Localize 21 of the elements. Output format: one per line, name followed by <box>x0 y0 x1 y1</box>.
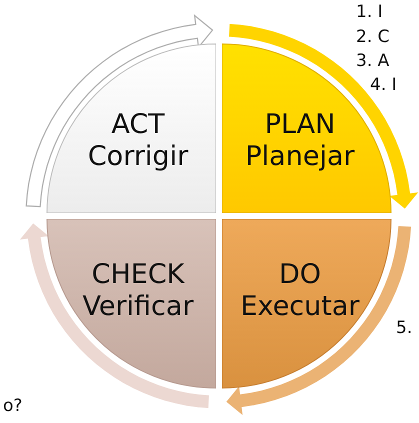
curved-arrow <box>17 222 210 410</box>
curved-arrow <box>26 14 214 208</box>
list-item: 1. I <box>356 2 383 22</box>
segment-label: CHECK <box>90 259 186 291</box>
list-item: 2. C <box>356 27 390 47</box>
list-item: 4. I <box>370 75 397 95</box>
list-item: 3. A <box>356 51 390 71</box>
segment-label: Corrigir <box>86 141 190 173</box>
quadrant-segment <box>222 219 392 389</box>
segment-label: Executar <box>239 291 360 323</box>
quadrant-segment <box>46 219 216 389</box>
list-item: o? <box>3 396 22 416</box>
segment-label: Verificar <box>81 291 195 323</box>
curved-arrow <box>224 224 412 418</box>
segment-label: DO <box>278 259 322 291</box>
segment-label: PLAN <box>264 109 336 141</box>
quadrant-segment <box>46 43 216 213</box>
segment-label: ACT <box>110 109 166 141</box>
list-item: 5. <box>396 318 412 338</box>
quadrant-segment <box>222 43 392 213</box>
segment-label: Planejar <box>244 141 356 173</box>
